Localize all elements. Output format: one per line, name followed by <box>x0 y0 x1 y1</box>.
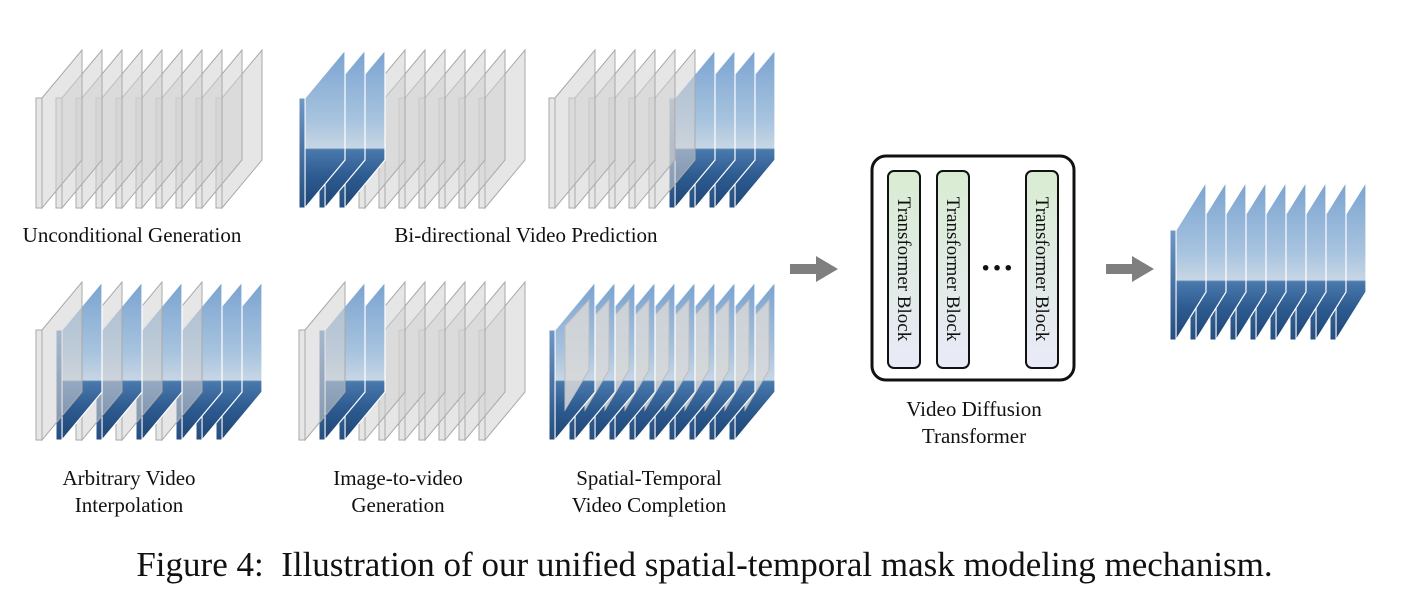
label-diffusion-transformer: Video Diffusion Transformer <box>906 396 1041 450</box>
frame-stack-spatial-temporal <box>548 280 776 442</box>
label-model-line1: Video Diffusion <box>906 397 1042 421</box>
frame-bidirectional-end-1 <box>548 48 596 210</box>
label-st-line2: Video Completion <box>571 493 727 517</box>
label-i2v-line1: Image-to-video <box>333 466 463 490</box>
transformer-block-1-label: Transformer Block <box>893 197 914 342</box>
ellipsis: ··· <box>980 250 1014 287</box>
caption-number: Figure 4: <box>136 545 264 584</box>
frame-bidirectional-1 <box>298 48 346 210</box>
transformer-block-2-label: Transformer Block <box>942 197 963 342</box>
input-arrow <box>790 256 838 282</box>
frame-stack-bidirectional <box>298 48 526 210</box>
frame-output-1 <box>1169 179 1207 343</box>
transformer-block-1 <box>887 170 921 369</box>
label-bidirectional: Bi-directional Video Prediction <box>394 223 658 247</box>
label-interpolation-line2: Interpolation <box>74 493 184 517</box>
frame-image-to-video-1 <box>298 280 346 442</box>
frame-stack-unconditional <box>35 48 263 210</box>
label-interpolation-line1: Arbitrary Video <box>62 466 196 490</box>
label-model-line2: Transformer <box>921 424 1027 448</box>
label-spatial-temporal: Spatial-Temporal Video Completion <box>572 465 726 519</box>
frame-stack-image-to-video <box>298 280 526 442</box>
frame-interpolation-1 <box>35 280 83 442</box>
label-image-to-video: Image-to-video Generation <box>333 465 462 519</box>
frame-stack-interpolation <box>35 280 263 442</box>
figure-caption: Figure 4: Illustration of our unified sp… <box>0 543 1409 587</box>
output-arrow <box>1106 256 1154 282</box>
frame-unconditional-1 <box>35 48 83 210</box>
label-st-line1: Spatial-Temporal <box>576 466 722 490</box>
diffusion-transformer-box <box>870 154 1076 382</box>
label-unconditional: Unconditional Generation <box>22 223 242 247</box>
frame-spatial-temporal-1 <box>548 280 596 442</box>
frame-stack-bidirectional-end <box>548 48 776 210</box>
label-i2v-line2: Generation <box>351 493 445 517</box>
transformer-block-2 <box>936 170 970 369</box>
transformer-block-n <box>1025 170 1059 369</box>
frame-stack-output <box>1169 179 1367 343</box>
caption-text: Illustration of our unified spatial-temp… <box>281 545 1273 584</box>
transformer-block-n-label: Transformer Block <box>1031 197 1052 342</box>
label-interpolation: Arbitrary Video Interpolation <box>62 465 195 519</box>
